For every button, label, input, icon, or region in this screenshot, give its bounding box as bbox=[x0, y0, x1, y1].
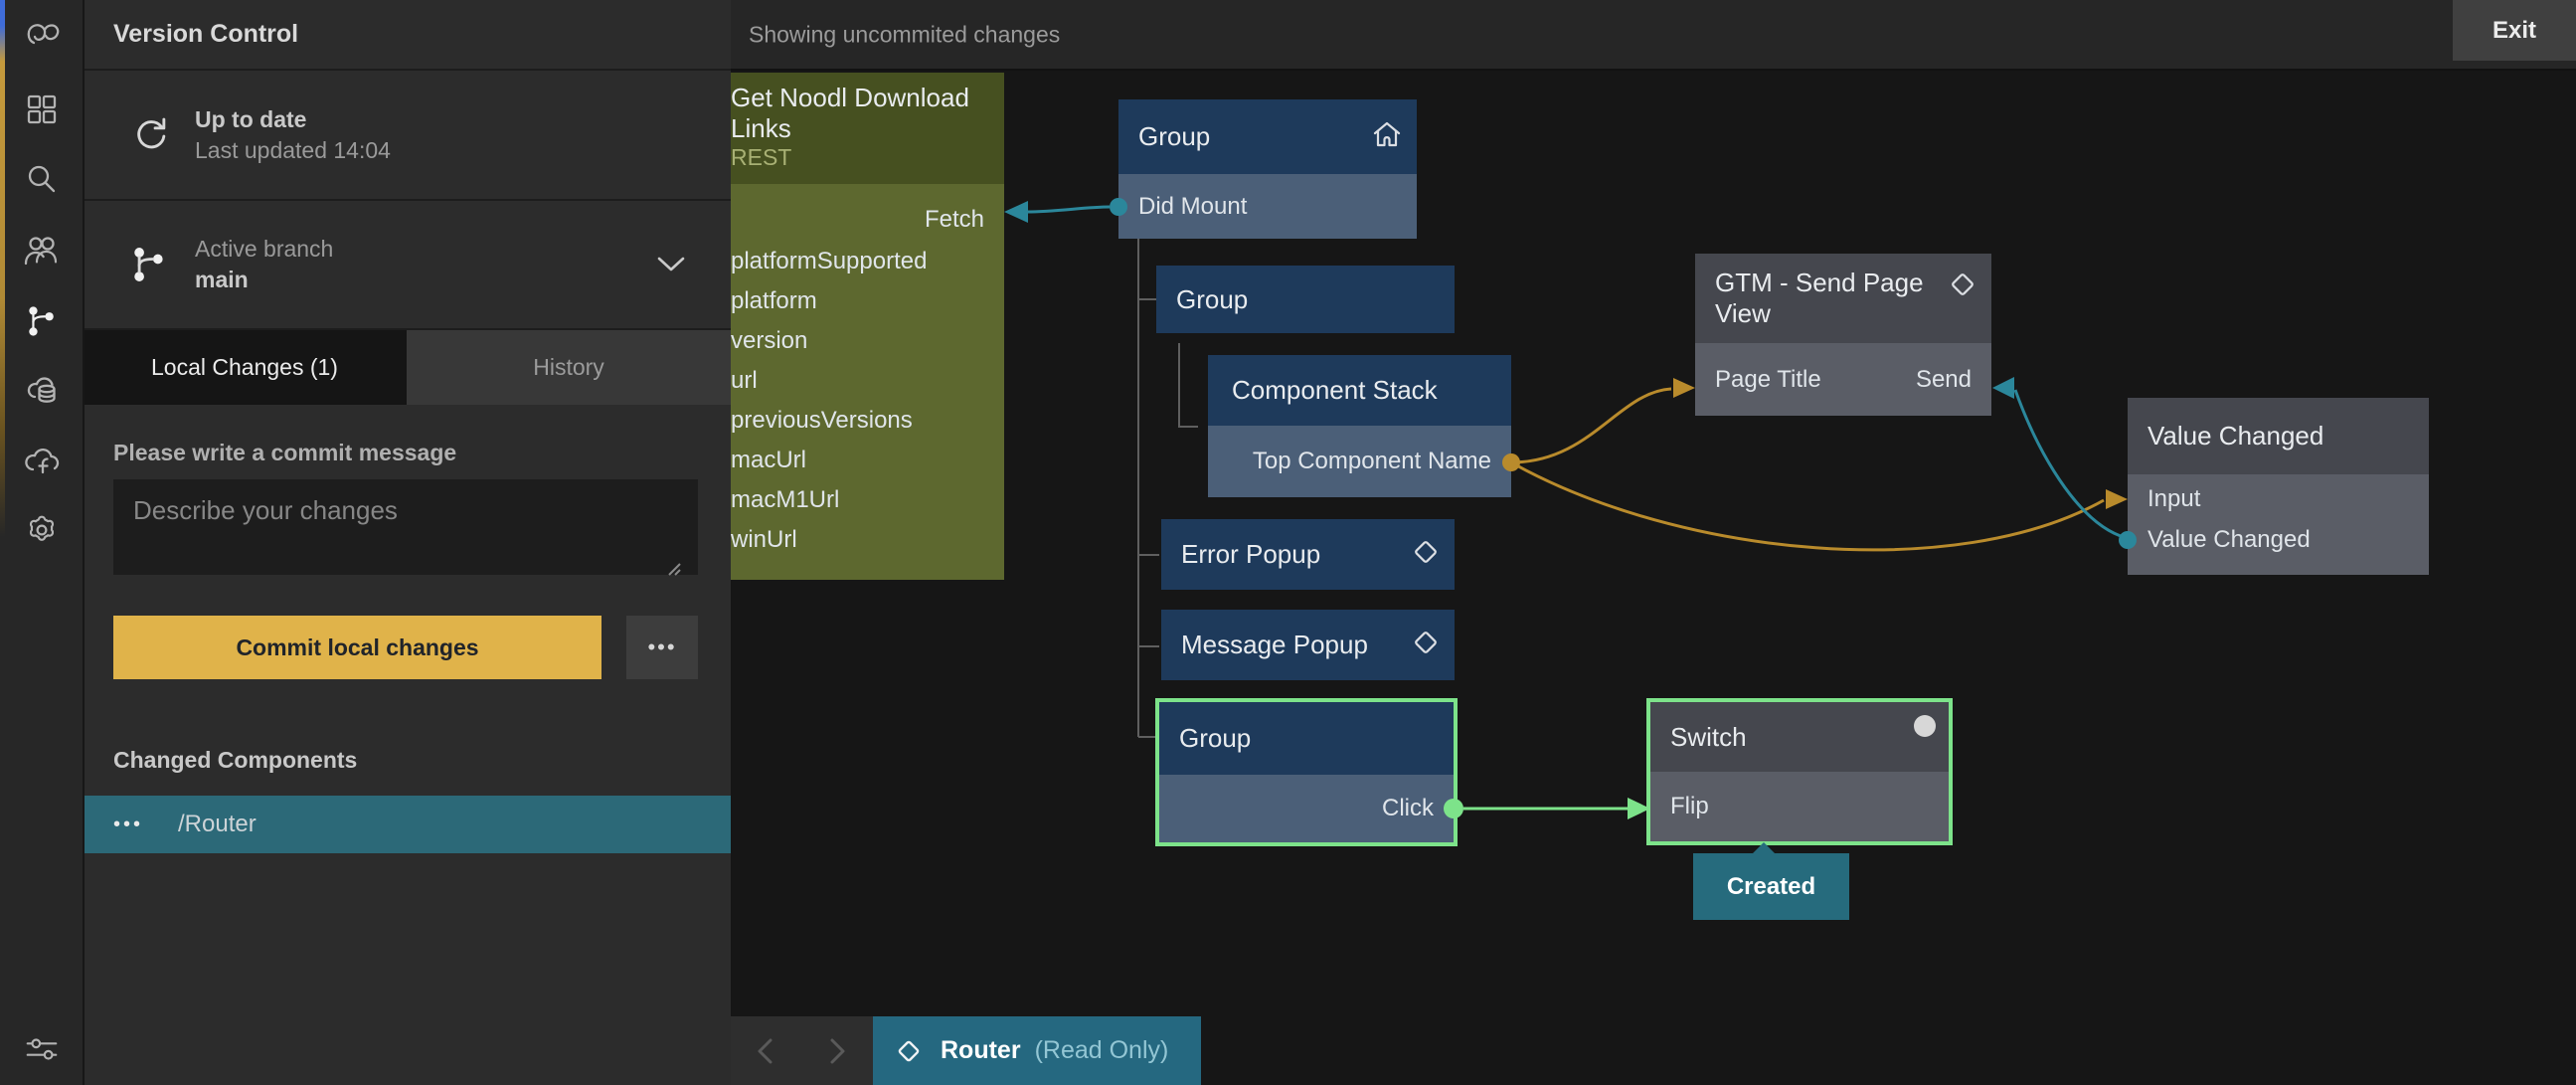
branch-name: main bbox=[195, 267, 249, 292]
branch-label: Active branch bbox=[195, 236, 334, 262]
home-icon bbox=[1371, 120, 1403, 153]
node-title: Component Stack bbox=[1232, 375, 1438, 405]
port-macurl[interactable]: macUrl bbox=[731, 447, 806, 473]
window-edge-strip bbox=[0, 0, 5, 557]
port-flip[interactable]: Flip bbox=[1670, 793, 1709, 819]
port-send[interactable]: Send bbox=[1915, 365, 1972, 393]
port-winurl[interactable]: winUrl bbox=[731, 526, 797, 553]
node-message-popup[interactable]: Message Popup bbox=[1161, 610, 1455, 680]
main-sidebar bbox=[0, 0, 85, 1085]
settings-gear-icon[interactable] bbox=[22, 510, 62, 550]
noodl-logo-icon[interactable] bbox=[22, 16, 62, 56]
node-title: Get Noodl Download Links bbox=[731, 83, 969, 143]
node-group-child[interactable]: Group bbox=[1156, 266, 1455, 333]
active-branch-row[interactable]: Active branch main bbox=[83, 201, 731, 330]
component-tab-badge: (Read Only) bbox=[1034, 1036, 1169, 1064]
chevron-down-icon[interactable] bbox=[656, 256, 686, 273]
panel-tabs: Local Changes (1) History bbox=[83, 330, 731, 405]
node-title: Group bbox=[1176, 283, 1249, 314]
open-component-tab[interactable]: Router (Read Only) bbox=[873, 1016, 1201, 1085]
nav-back-icon[interactable] bbox=[731, 1016, 800, 1085]
sync-status-row[interactable]: Up to date Last updated 14:04 bbox=[83, 71, 731, 201]
uncommitted-status-text: Showing uncommited changes bbox=[749, 21, 1061, 47]
node-subtitle: REST bbox=[731, 144, 792, 170]
diamond-component-icon bbox=[1948, 270, 1977, 304]
changed-component-row[interactable]: ••• /Router bbox=[83, 796, 731, 853]
port-macm1url[interactable]: macM1Url bbox=[731, 486, 840, 513]
node-title: Error Popup bbox=[1181, 539, 1321, 569]
component-tab-title: Router bbox=[941, 1036, 1021, 1064]
diamond-component-icon bbox=[898, 1040, 920, 1061]
refresh-icon[interactable] bbox=[127, 113, 171, 157]
diamond-component-icon bbox=[1411, 537, 1441, 572]
commit-message-input[interactable] bbox=[113, 479, 698, 575]
port-platform[interactable]: platform bbox=[731, 287, 817, 314]
port-previousversions[interactable]: previousVersions bbox=[731, 407, 913, 434]
sync-status: Up to date bbox=[195, 105, 307, 132]
row-menu-dots-icon[interactable]: ••• bbox=[113, 813, 144, 835]
cloud-data-icon[interactable] bbox=[22, 371, 62, 411]
node-switch[interactable]: Switch Flip bbox=[1650, 702, 1949, 841]
changed-components-heading: Changed Components bbox=[113, 747, 358, 773]
tab-history[interactable]: History bbox=[407, 330, 731, 405]
node-group-root[interactable]: Group Did Mount bbox=[1118, 99, 1417, 239]
port-page-title[interactable]: Page Title bbox=[1715, 365, 1821, 393]
port-value-changed[interactable]: Value Changed bbox=[2147, 525, 2311, 553]
node-title: Value Changed bbox=[2147, 421, 2324, 451]
node-gtm-send-page-view[interactable]: GTM - Send Page View Page Title Send bbox=[1695, 254, 1991, 416]
search-icon[interactable] bbox=[22, 159, 62, 199]
node-title: Group bbox=[1179, 723, 1252, 753]
canvas-top-bar: Showing uncommited changes Exit bbox=[731, 0, 2576, 71]
port-version[interactable]: version bbox=[731, 327, 808, 354]
node-value-changed[interactable]: Value Changed Input Value Changed bbox=[2128, 398, 2429, 575]
commit-prompt: Please write a commit message bbox=[113, 440, 457, 465]
components-grid-icon[interactable] bbox=[22, 90, 62, 129]
node-error-popup[interactable]: Error Popup bbox=[1161, 519, 1455, 590]
cloud-functions-icon[interactable] bbox=[22, 441, 62, 480]
exit-button[interactable]: Exit bbox=[2453, 0, 2576, 61]
node-title: Switch bbox=[1670, 721, 1747, 752]
port-click[interactable]: Click bbox=[1382, 795, 1434, 821]
node-title: GTM - Send Page View bbox=[1715, 268, 1924, 328]
port-fetch[interactable]: Fetch bbox=[924, 206, 984, 233]
tab-local-changes[interactable]: Local Changes (1) bbox=[83, 330, 407, 405]
created-signal-badge: Created bbox=[1693, 842, 1849, 920]
panel-title: Version Control bbox=[113, 20, 299, 48]
commit-more-options-button[interactable]: ••• bbox=[626, 616, 698, 679]
diamond-component-icon bbox=[1411, 628, 1441, 662]
node-component-stack[interactable]: Component Stack Top Component Name bbox=[1208, 355, 1511, 497]
version-control-panel: Version Control Up to date Last updated … bbox=[83, 0, 731, 1085]
node-group-selected[interactable]: Group Click bbox=[1159, 702, 1454, 842]
panel-header: Version Control bbox=[83, 0, 731, 71]
collaboration-users-icon[interactable] bbox=[22, 231, 62, 271]
port-platformsupported[interactable]: platformSupported bbox=[731, 248, 928, 274]
sync-last-updated: Last updated 14:04 bbox=[195, 136, 391, 163]
commit-local-changes-button[interactable]: Commit local changes bbox=[113, 616, 601, 679]
version-control-branch-icon[interactable] bbox=[22, 301, 62, 341]
editor-preferences-sliders-icon[interactable] bbox=[22, 1029, 62, 1069]
port-top-component-name[interactable]: Top Component Name bbox=[1252, 448, 1491, 474]
nav-forward-icon[interactable] bbox=[802, 1016, 872, 1085]
node-title: Message Popup bbox=[1181, 630, 1368, 659]
port-url[interactable]: url bbox=[731, 367, 758, 394]
port-did-mount[interactable]: Did Mount bbox=[1138, 192, 1248, 220]
changed-component-name: /Router bbox=[178, 811, 257, 837]
status-dot bbox=[1914, 715, 1936, 737]
node-title: Group bbox=[1138, 121, 1211, 151]
component-nav-strip bbox=[731, 1016, 873, 1085]
port-input[interactable]: Input bbox=[2147, 484, 2201, 512]
branch-icon bbox=[127, 243, 171, 286]
node-rest[interactable]: Get Noodl Download Links REST Fetch plat… bbox=[699, 73, 1004, 580]
